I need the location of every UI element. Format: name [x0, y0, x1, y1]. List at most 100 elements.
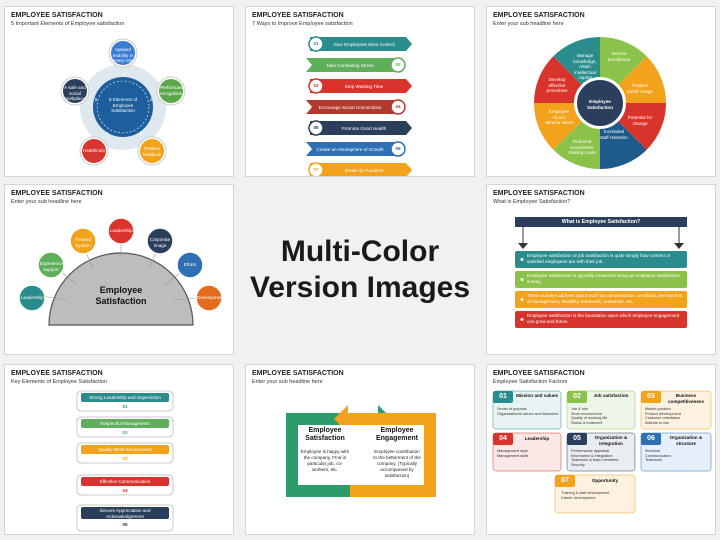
ribbon-number-5: 05 [313, 125, 319, 130]
stacked-cards [76, 390, 174, 532]
info-row-1 [515, 251, 687, 268]
element-label-1: Strong Leadership and Supervision [89, 394, 161, 400]
slide-title: EMPLOYEE SATISFACTION [493, 12, 585, 19]
ribbon-number-7: 07 [313, 167, 319, 172]
ribbon-badge-4 [390, 99, 406, 115]
cycle-segment-5 [553, 121, 600, 170]
slide-thumbnail-8[interactable]: EMPLOYEE SATISFACTION Employee Satisfact… [486, 364, 716, 535]
info-row-4 [515, 311, 687, 328]
petal-diagram [60, 38, 186, 166]
slide-subtitle: Enter your sub headline here [493, 21, 564, 27]
element-card-2 [81, 419, 169, 428]
dome-circle-3 [69, 227, 97, 255]
factor-heading-7: Opportunity [591, 478, 619, 483]
slide-subtitle: 5 Important Elements of Employee satisfa… [11, 21, 125, 27]
cycle-segment-6 [534, 103, 582, 150]
element-label-3: Quality Work Environment [98, 446, 152, 452]
element-number-5: 05 [122, 522, 128, 527]
ribbon-2 [306, 58, 402, 72]
info-text-2: Employee satisfaction is typically measu… [527, 273, 680, 284]
petal-label-1: Upward mobility in every role [112, 47, 134, 63]
factor-number-4: 04 [499, 435, 507, 442]
cycle-segment-3 [618, 103, 666, 150]
right-panel-text: Employee contribution to the betterment … [373, 449, 421, 478]
factor-number-5: 05 [573, 435, 581, 442]
element-card-3 [81, 445, 169, 454]
element-label-4: Effective Communication [99, 478, 151, 484]
ribbon-text-1: Give Employees More Control [333, 41, 395, 47]
factor-heading-3: Business competitiveness [668, 393, 704, 404]
petal-number-5: 5 [94, 97, 98, 102]
ribbon-text-2: Take Combating Stress [326, 62, 374, 68]
factor-body-4: Management style Management skills [497, 449, 529, 458]
factor-body-5: Performance appraisal Information & inte… [571, 449, 619, 467]
ribbon-text-3: Stop Wasting Time [344, 83, 384, 89]
heading-line-1: Multi-Color [280, 235, 440, 268]
slide-thumbnail-2[interactable]: EMPLOYEE SATISFACTION 7 Ways to Improve … [245, 6, 475, 177]
dome-circle-6 [176, 251, 204, 279]
petal-label-5: A safe and social workplace [64, 85, 86, 101]
cycle-segment-1 [600, 36, 647, 85]
left-panel [298, 425, 352, 485]
factor-number-7: 07 [561, 477, 569, 484]
slide-thumbnail-4[interactable]: EMPLOYEE SATISFACTION Enter your sub hea… [4, 184, 234, 355]
dome-circle-label-5: Corporate Image [149, 237, 171, 248]
dome-circle-label-7: Development [197, 295, 225, 300]
dome-circle-label-3: Reward System [75, 237, 91, 248]
ribbon-text-4: Encourage Social Connections [318, 104, 382, 110]
factor-heading-2: Job satisfaction [593, 393, 629, 398]
factor-body-1: Sense of purpose Organizational values a… [497, 407, 559, 416]
petal-4 [79, 136, 109, 166]
slide-subtitle: Enter your sub headline here [252, 379, 323, 385]
dome-shape [48, 252, 194, 326]
slide-thumbnail-5[interactable]: EMPLOYEE SATISFACTION What is Employee S… [486, 184, 716, 355]
dome-label: Employee Satisfaction [95, 285, 147, 307]
gallery-heading: Multi-Color Version Images [240, 190, 480, 350]
petal-1 [108, 38, 138, 68]
banner-bar [515, 217, 687, 227]
right-panel-title: Employee Engagement [375, 427, 418, 443]
petal-number-3: 3 [139, 131, 143, 136]
ribbon-text-7: Break Up Routines [344, 167, 384, 173]
hub-circle [93, 77, 153, 137]
ribbon-badge-6 [390, 141, 406, 157]
hub-inner-dash [96, 80, 150, 134]
segment-label-2: Positive public image [627, 83, 653, 94]
dome-circle-label-1: Leadership [21, 295, 44, 300]
ribbon-5 [310, 121, 412, 135]
slide-title: EMPLOYEE SATISFACTION [252, 12, 344, 19]
petal-label-3: Positive feedback [142, 146, 162, 157]
slide-title: EMPLOYEE SATISFACTION [493, 190, 585, 197]
dome-circle-2 [37, 251, 65, 279]
slide-thumbnail-7[interactable]: EMPLOYEE SATISFACTION Enter your sub hea… [245, 364, 475, 535]
factor-number-6: 06 [647, 435, 655, 442]
dome-circle-5 [146, 227, 174, 255]
segment-label-6: Employee choice attracts talent [545, 109, 573, 125]
cycle-segment-2 [618, 56, 666, 103]
info-text-1: Employee satisfaction or job satisfactio… [527, 253, 671, 264]
element-number-4: 04 [122, 488, 128, 493]
ribbon-badge-2 [390, 57, 406, 73]
info-text-3: These surveys address topics such as com… [527, 293, 682, 304]
segment-label-3: Potential for change [627, 115, 653, 126]
ribbon-text-5: Promote Good Health [341, 125, 387, 131]
petal-number-2: 2 [149, 97, 153, 102]
banner-title: What is Employee Satisfaction? [561, 219, 641, 225]
dome-circle-4 [107, 217, 135, 245]
cycle-hub-label: Employee Satisfaction [586, 99, 614, 110]
left-panel-text: Employee is happy with the company, FInd… [300, 449, 350, 472]
cycle-diagram [534, 36, 666, 170]
factor-number-3: 03 [647, 393, 655, 400]
factor-number-1: 01 [499, 393, 507, 400]
slide-title: EMPLOYEE SATISFACTION [11, 12, 103, 19]
slide-thumbnail-6[interactable]: EMPLOYEE SATISFACTION Key Elements of Em… [4, 364, 234, 535]
ribbon-1 [310, 37, 412, 51]
ribbon-7 [310, 163, 412, 176]
petal-label-4: Healthcare [83, 148, 106, 153]
slide-thumbnail-1[interactable]: EMPLOYEE SATISFACTION 5 Important Elemen… [4, 6, 234, 177]
slide-thumbnail-3[interactable]: EMPLOYEE SATISFACTION Enter your sub hea… [486, 6, 716, 177]
element-number-1: 01 [122, 404, 128, 409]
slide-subtitle: What is Employee Satisfaction? [493, 199, 571, 205]
cycle-hub [575, 78, 625, 128]
